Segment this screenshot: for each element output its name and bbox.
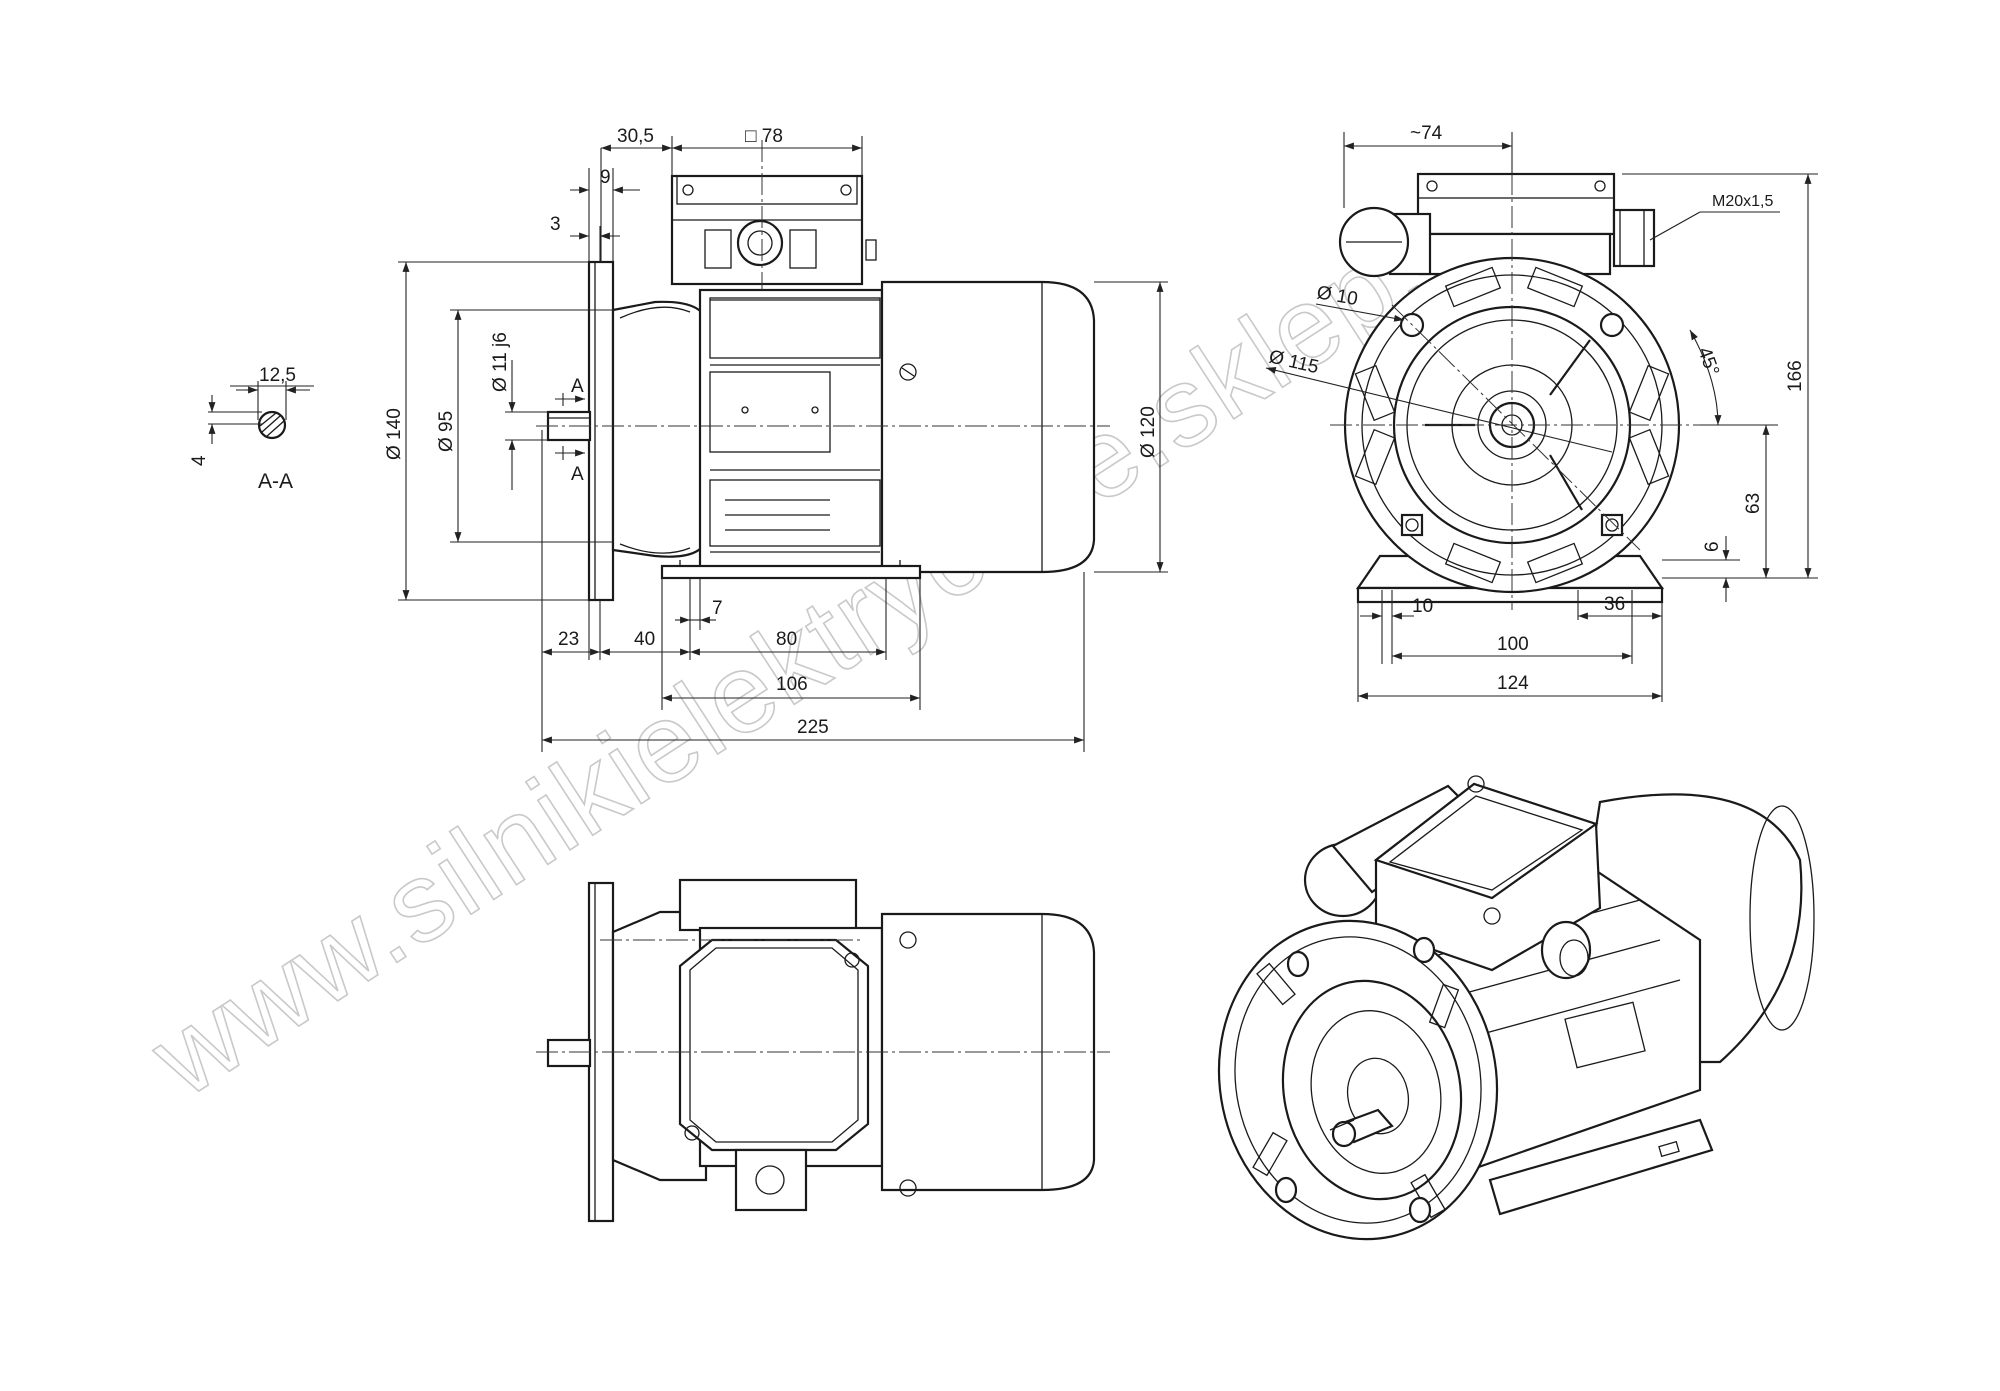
isometric-view (1217, 775, 1815, 1241)
dim-80: 80 (776, 629, 797, 650)
dim-36: 36 (1604, 594, 1625, 615)
dim-9: 9 (600, 167, 611, 188)
dim-106: 106 (776, 674, 808, 695)
dim-40: 40 (634, 629, 655, 650)
dim-3: 3 (550, 214, 561, 235)
dim-d140: Ø 140 (384, 408, 405, 460)
dim-45deg: 45° (1693, 345, 1723, 379)
top-view (536, 878, 1110, 1223)
cut-marker-top: A (571, 376, 584, 397)
dim-124: 124 (1497, 673, 1529, 694)
cut-marker-bottom: A (571, 464, 584, 485)
dim-box-78: □ 78 (745, 126, 783, 147)
dim-30-5: 30,5 (617, 126, 654, 147)
dim-10: 10 (1412, 596, 1433, 617)
section-depth-label: 4 (189, 455, 210, 466)
dim-225: 225 (797, 717, 829, 738)
dim-d95: Ø 95 (436, 411, 457, 452)
section-a-a: 12,5 4 A-A (189, 365, 314, 493)
front-view: ~74 M20x1,5 Ø 10 Ø 115 45° 166 63 6 10 3… (1265, 123, 1818, 702)
dim-23: 23 (558, 629, 579, 650)
dim-6: 6 (1702, 541, 1723, 552)
section-title: A-A (258, 470, 293, 493)
dim-166: 166 (1785, 360, 1806, 392)
dim-d120: Ø 120 (1138, 406, 1159, 458)
dim-63: 63 (1743, 493, 1764, 514)
section-width-label: 12,5 (259, 365, 296, 386)
dim-d11j6: Ø 11 j6 (490, 332, 511, 392)
dim-m20: M20x1,5 (1712, 193, 1773, 210)
dim-100: 100 (1497, 634, 1529, 655)
dim-74: ~74 (1410, 123, 1443, 144)
dim-7: 7 (712, 598, 723, 619)
side-view: A A 30,5 □ 78 9 3 Ø 140 Ø 95 Ø 11 j6 (384, 126, 1168, 752)
